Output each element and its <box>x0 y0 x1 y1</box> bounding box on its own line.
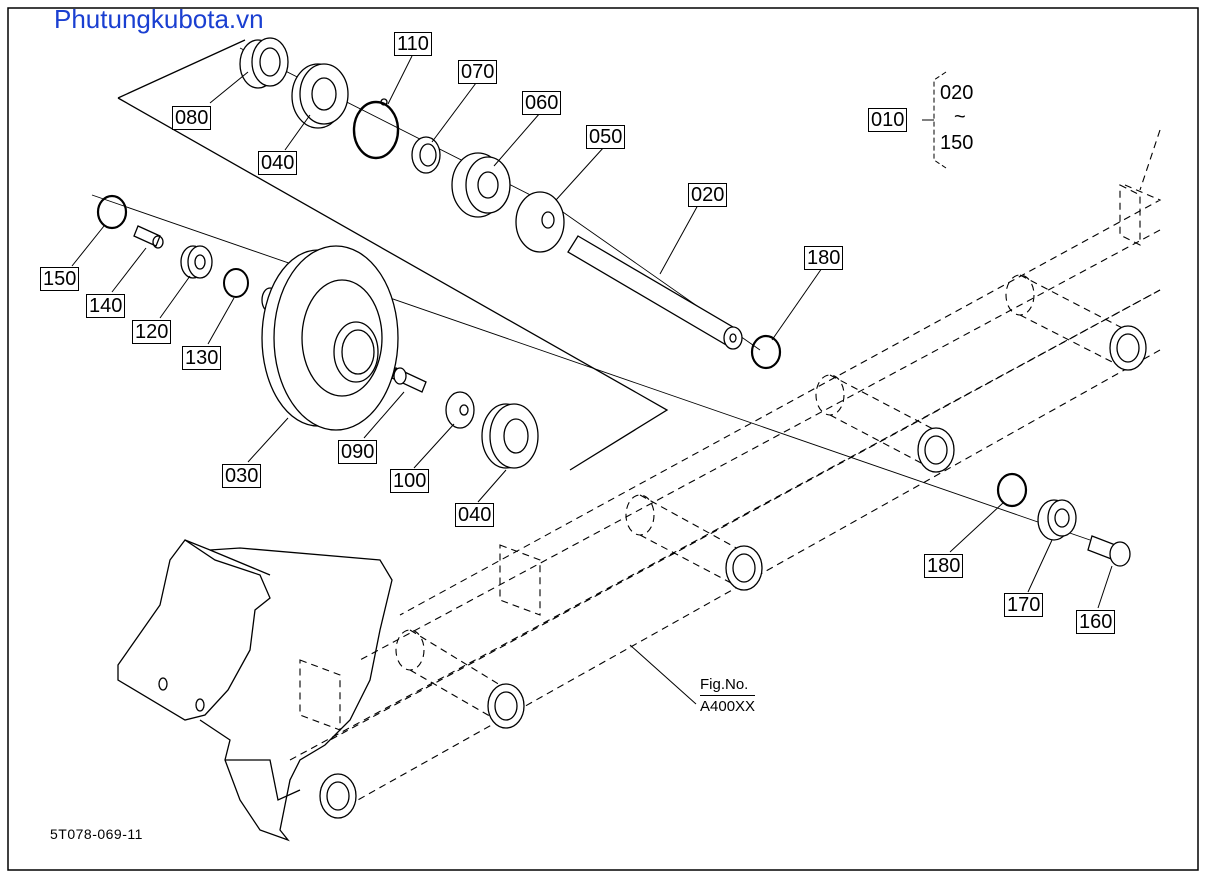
range-from-label: 020 <box>940 82 974 104</box>
range-to-label: 150 <box>940 132 974 154</box>
range-tilde: ~ <box>954 106 966 128</box>
callout-090[interactable]: 090 <box>338 440 378 464</box>
callout-040-top[interactable]: 040 <box>258 151 298 175</box>
part-100-washer <box>445 391 475 429</box>
callout-170[interactable]: 170 <box>1004 593 1044 617</box>
part-130-oring <box>223 268 249 298</box>
watermark: Phutungkubota.vn <box>54 4 264 34</box>
part-040-bearing-top <box>291 63 349 129</box>
track-frame-bosses <box>319 325 1147 819</box>
figure-reference[interactable]: Fig.No. A400XX <box>700 674 756 717</box>
callout-150[interactable]: 150 <box>40 267 80 291</box>
part-040-bearing-bottom <box>481 403 539 469</box>
part-120-cap <box>180 245 213 279</box>
assembly-outline-path <box>117 39 669 471</box>
callout-120[interactable]: 120 <box>132 320 172 344</box>
callout-050[interactable]: 050 <box>586 125 626 149</box>
part-020-shaft <box>567 235 743 350</box>
figure-ref-line1: Fig.No. <box>700 676 749 693</box>
callout-100[interactable]: 100 <box>390 469 430 493</box>
part-170-collar <box>1037 499 1077 541</box>
part-090-bolt <box>391 367 427 393</box>
callout-130[interactable]: 130 <box>182 346 222 370</box>
leader-lines <box>71 55 1113 705</box>
part-160-plug <box>1087 535 1131 567</box>
callout-030[interactable]: 030 <box>222 464 262 488</box>
callout-040-bottom[interactable]: 040 <box>455 503 495 527</box>
page-frame <box>7 7 1199 871</box>
callout-060[interactable]: 060 <box>522 91 562 115</box>
part-070-washer <box>411 136 441 174</box>
part-110-snap-ring <box>352 98 400 160</box>
part-050-collar <box>515 191 565 253</box>
part-060-seal <box>451 152 511 218</box>
part-180-oring-top <box>750 334 782 370</box>
frame-bracket <box>117 539 393 842</box>
callout-180-top[interactable]: 180 <box>804 246 844 270</box>
range-main-label[interactable]: 010 <box>868 108 908 132</box>
callout-110[interactable]: 110 <box>394 32 432 56</box>
reference-code: 5T078-069-11 <box>50 826 143 842</box>
callout-080[interactable]: 080 <box>172 106 212 130</box>
callout-180-bottom[interactable]: 180 <box>924 554 964 578</box>
part-150-ring <box>96 194 128 230</box>
part-180-oring-bottom <box>996 472 1028 508</box>
callout-020[interactable]: 020 <box>688 183 728 207</box>
callout-070[interactable]: 070 <box>458 60 498 84</box>
callout-140[interactable]: 140 <box>86 294 126 318</box>
figure-ref-line2: A400XX <box>700 695 756 717</box>
part-030-wheel <box>261 245 399 431</box>
callout-160[interactable]: 160 <box>1076 610 1116 634</box>
part-140-nipple <box>133 225 164 249</box>
part-080-sleeve <box>239 37 289 89</box>
